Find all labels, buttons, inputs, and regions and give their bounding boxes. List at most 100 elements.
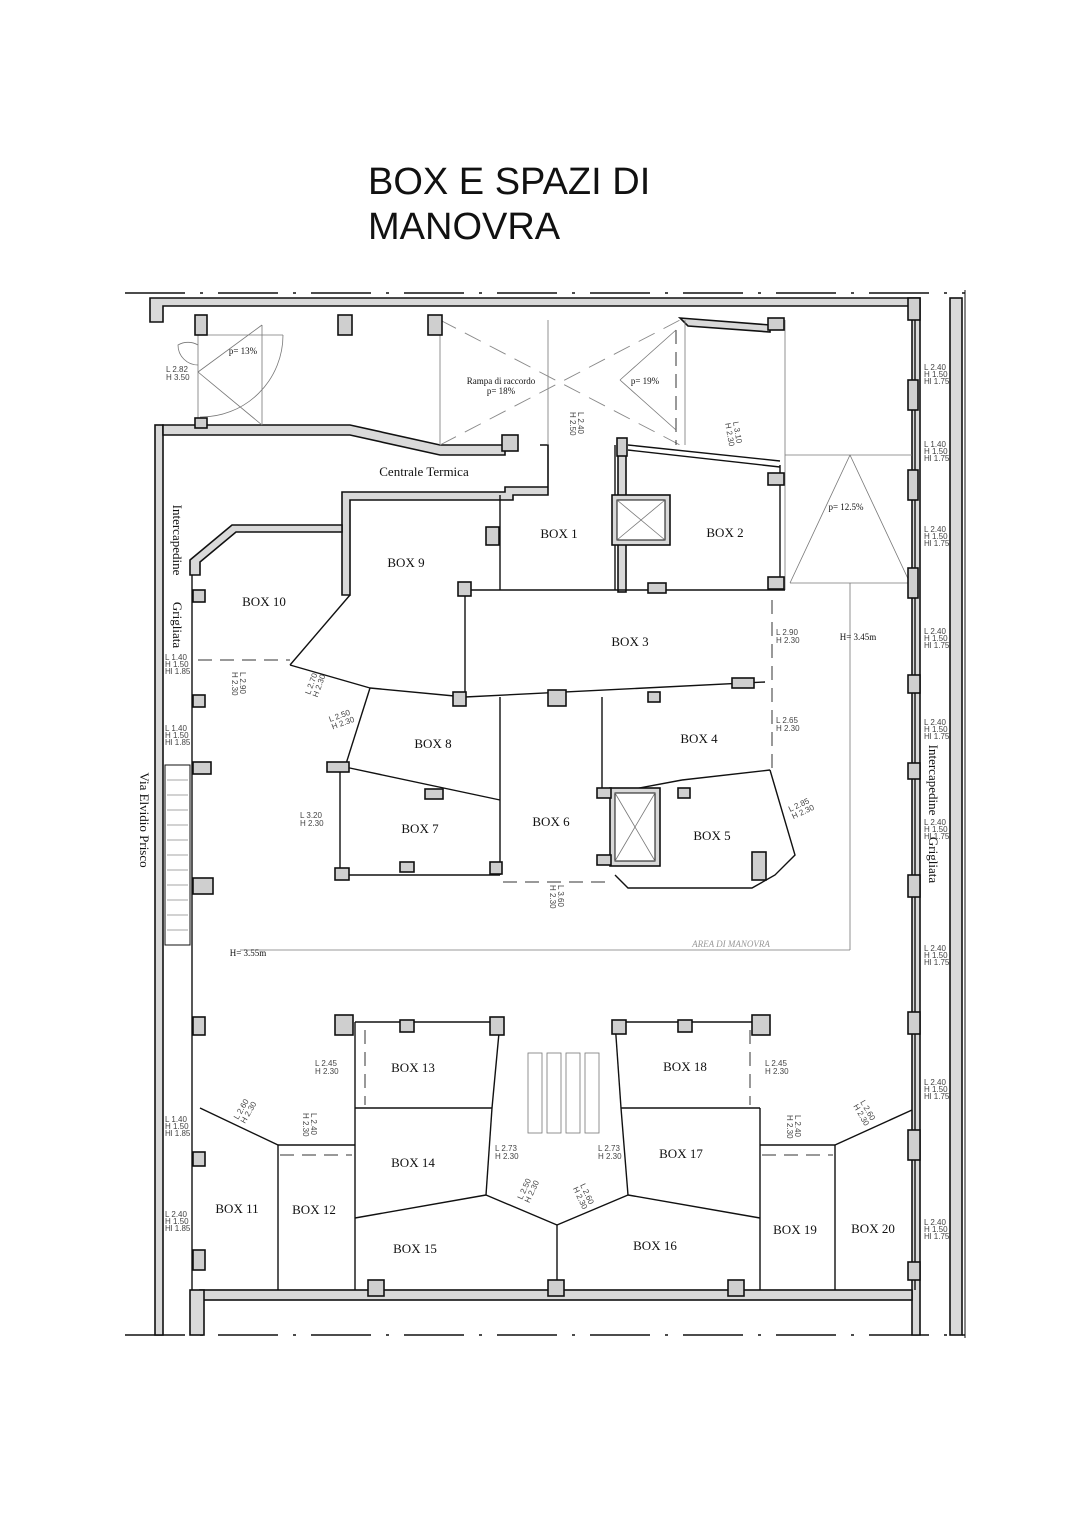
- area-di-manovra-label: AREA DI MANOVRA: [691, 939, 770, 949]
- dimension-label: H 2.30: [723, 422, 736, 447]
- dimension-label: Hl 1.75: [924, 958, 950, 967]
- slope-13: p= 13%: [229, 346, 258, 356]
- dimension-label: L 2.40: [924, 627, 946, 636]
- dimension-label: H 2.30: [765, 1067, 789, 1076]
- dimension-label: H 1.50: [924, 447, 948, 456]
- box-20: BOX 20: [851, 1221, 895, 1236]
- ramp-slope: p= 18%: [487, 386, 516, 396]
- box-10: BOX 10: [242, 594, 286, 609]
- box-17: BOX 17: [659, 1146, 703, 1161]
- title-line-1: BOX E SPAZI DI: [368, 161, 651, 203]
- centrale-termica-label: Centrale Termica: [379, 464, 469, 479]
- box-1: BOX 1: [540, 526, 577, 541]
- dimension-label: H 2.30: [495, 1152, 519, 1161]
- dimension-label: L 2.40: [924, 944, 946, 953]
- dimension-label: L 1.40: [165, 724, 187, 733]
- dimension-label: L 2.65: [776, 716, 798, 725]
- box-14: BOX 14: [391, 1155, 435, 1170]
- dimension-label: L 2.40: [924, 818, 946, 827]
- box-9: BOX 9: [387, 555, 424, 570]
- box-11: BOX 11: [215, 1201, 258, 1216]
- dimension-label: L 2.40: [924, 363, 946, 372]
- height-3-45: H= 3.45m: [840, 632, 877, 642]
- box-3: BOX 3: [611, 634, 648, 649]
- dimension-label: L 2.40: [576, 412, 585, 434]
- dimension-label: L 3.10: [731, 421, 744, 445]
- box-15: BOX 15: [393, 1241, 437, 1256]
- dimension-label: L 3.20: [300, 811, 322, 820]
- dimension-label: H 2.30: [548, 885, 557, 909]
- box-18: BOX 18: [663, 1059, 707, 1074]
- slope-12-5: p= 12.5%: [828, 502, 864, 512]
- box-5: BOX 5: [693, 828, 730, 843]
- dimension-label: H 2.30: [300, 819, 324, 828]
- title-line-2: MANOVRA: [368, 206, 561, 248]
- ramp-walls: [162, 317, 912, 951]
- box-7: BOX 7: [401, 821, 439, 836]
- dimension-label: L 2.40: [924, 718, 946, 727]
- dimension-label: H 3.50: [166, 373, 190, 382]
- box-12: BOX 12: [292, 1202, 336, 1217]
- dimension-label: L 2.40: [924, 525, 946, 534]
- dimension-label: L 1.40: [924, 440, 946, 449]
- box-labels: BOX 1 BOX 2 BOX 3 BOX 4 BOX 5 BOX 6 BOX …: [215, 525, 894, 1256]
- dimension-label: L 2.82: [166, 365, 188, 374]
- dimension-label: H 1.50: [924, 634, 948, 643]
- structural-columns: [192, 297, 921, 1297]
- dimension-label: L 2.40: [793, 1115, 802, 1137]
- dimension-label: Hl 1.75: [924, 732, 950, 741]
- dimension-label: Hl 1.75: [924, 454, 950, 463]
- dimension-label: L 2.45: [765, 1059, 787, 1068]
- dimension-label: H 2.30: [598, 1152, 622, 1161]
- box-16: BOX 16: [633, 1238, 677, 1253]
- dimension-label: Hl 1.85: [165, 1129, 191, 1138]
- dimension-label: Hl 1.75: [924, 377, 950, 386]
- dimension-label: L 2.40: [924, 1218, 946, 1227]
- dimension-label: L 2.40: [165, 1210, 187, 1219]
- dimension-label: L 2.45: [315, 1059, 337, 1068]
- dimension-label: L 2.90: [776, 628, 798, 637]
- dimension-label: H 1.50: [924, 951, 948, 960]
- dimension-label: H 1.50: [165, 1122, 189, 1131]
- box-13: BOX 13: [391, 1060, 435, 1075]
- site-boundary: [125, 290, 966, 1338]
- dimension-label: H 1.50: [924, 725, 948, 734]
- box-2: BOX 2: [706, 525, 743, 540]
- intercapedine-right-label: Intercapedine: [926, 745, 941, 816]
- dimension-label: L 3.60: [556, 885, 565, 907]
- height-3-55: H= 3.55m: [230, 948, 267, 958]
- dimension-label: H 1.50: [165, 1217, 189, 1226]
- street-label: Via Elvidio Prisco: [137, 772, 152, 867]
- dimension-label: H 1.50: [924, 370, 948, 379]
- dimension-label: H 1.50: [165, 731, 189, 740]
- grigliata-left-label: Grigliata: [170, 602, 185, 648]
- room-labels: Centrale Termica Intercapedine Grigliata…: [137, 346, 941, 958]
- dimension-label: Hl 1.75: [924, 832, 950, 841]
- dimension-label: L 1.40: [165, 653, 187, 662]
- grigliata-right-label: Grigliata: [926, 837, 941, 883]
- dimension-label: L 1.40: [165, 1115, 187, 1124]
- dimension-label: L 2.73: [598, 1144, 620, 1153]
- dimension-label: L 2.90: [238, 672, 247, 694]
- slope-19: p= 19%: [631, 376, 660, 386]
- box-8: BOX 8: [414, 736, 451, 751]
- box-19: BOX 19: [773, 1222, 817, 1237]
- dimension-label: Hl 1.75: [924, 539, 950, 548]
- dimension-label: H 2.30: [785, 1115, 794, 1139]
- dimension-label: Hl 1.75: [924, 1092, 950, 1101]
- intercapedine-left-label: Intercapedine: [170, 505, 185, 576]
- ramp-label: Rampa di raccordo: [467, 376, 536, 386]
- dimension-label: Hl 1.85: [165, 1224, 191, 1233]
- dimension-label: Hl 1.85: [165, 738, 191, 747]
- dimension-label: Hl 1.75: [924, 641, 950, 650]
- dimension-label: L 2.40: [924, 1078, 946, 1087]
- dimension-label: H 1.50: [165, 660, 189, 669]
- dimension-label: Hl 1.85: [165, 667, 191, 676]
- dimension-label: H 2.50: [568, 412, 577, 436]
- box-walls: [164, 445, 913, 1290]
- dimension-label: H 1.50: [924, 1085, 948, 1094]
- dimension-label: Hl 1.75: [924, 1232, 950, 1241]
